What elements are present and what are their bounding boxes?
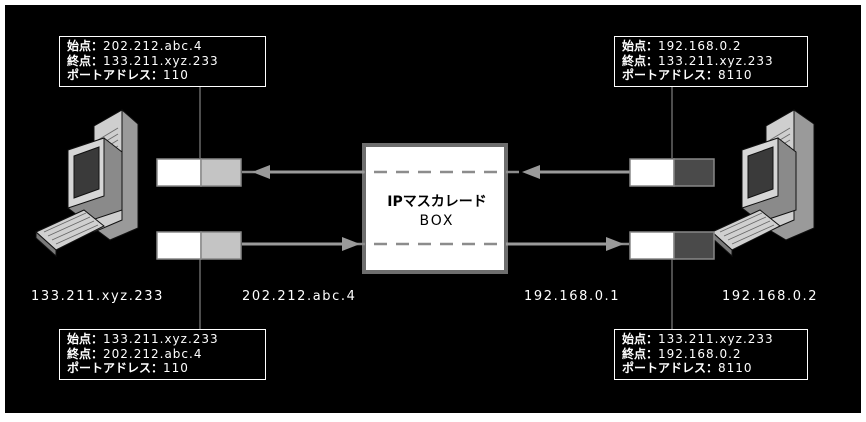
masquerade-box-label: IPマスカレード BOX	[367, 193, 507, 231]
port-row: ポートアドレス：110	[67, 361, 189, 375]
port-row: ポートアドレス：110	[67, 68, 189, 82]
box-inside-address: 192.168.0.1	[524, 289, 621, 304]
packet-bottom-right	[629, 231, 715, 260]
end-row: 終点：133.211.xyz.233	[67, 53, 219, 68]
end-row: 終点：202.212.abc.4	[67, 346, 203, 361]
start-row: 始点：133.211.xyz.233	[622, 332, 774, 346]
info-box-top-left: 始点：202.212.abc.4 終点：133.211.xyz.233 ポートア…	[59, 36, 266, 87]
start-row: 始点：192.168.0.2	[622, 39, 742, 53]
info-box-bottom-left: 始点：133.211.xyz.233 終点：202.212.abc.4 ポートア…	[59, 329, 266, 380]
box-outside-address: 202.212.abc.4	[242, 289, 357, 304]
masquerade-box-subtitle: BOX	[419, 213, 455, 229]
port-row: ポートアドレス：8110	[622, 68, 753, 82]
left-computer-icon	[35, 109, 139, 258]
right-pc-address: 192.168.0.2	[722, 289, 819, 304]
port-row: ポートアドレス：8110	[622, 361, 753, 375]
arrowhead-bottom-right	[606, 237, 624, 251]
end-row: 終点：192.168.0.2	[622, 346, 742, 361]
left-pc-address: 133.211.xyz.233	[31, 289, 165, 304]
masquerade-box	[362, 143, 508, 274]
arrowhead-top-right	[522, 165, 540, 179]
right-computer-icon	[711, 109, 815, 258]
info-box-top-right: 始点：192.168.0.2 終点：133.211.xyz.233 ポートアドレ…	[614, 36, 808, 87]
masquerade-box-title: IPマスカレード	[387, 194, 487, 210]
packet-top-left	[156, 158, 242, 187]
info-box-bottom-right: 始点：133.211.xyz.233 終点：192.168.0.2 ポートアドレ…	[614, 329, 808, 380]
start-row: 始点：202.212.abc.4	[67, 39, 203, 53]
arrowhead-bottom-left	[342, 237, 360, 251]
packet-bottom-left	[156, 231, 242, 260]
arrowhead-top-left	[252, 165, 270, 179]
start-row: 始点：133.211.xyz.233	[67, 332, 219, 346]
packet-top-right	[629, 158, 715, 187]
end-row: 終点：133.211.xyz.233	[622, 53, 774, 68]
